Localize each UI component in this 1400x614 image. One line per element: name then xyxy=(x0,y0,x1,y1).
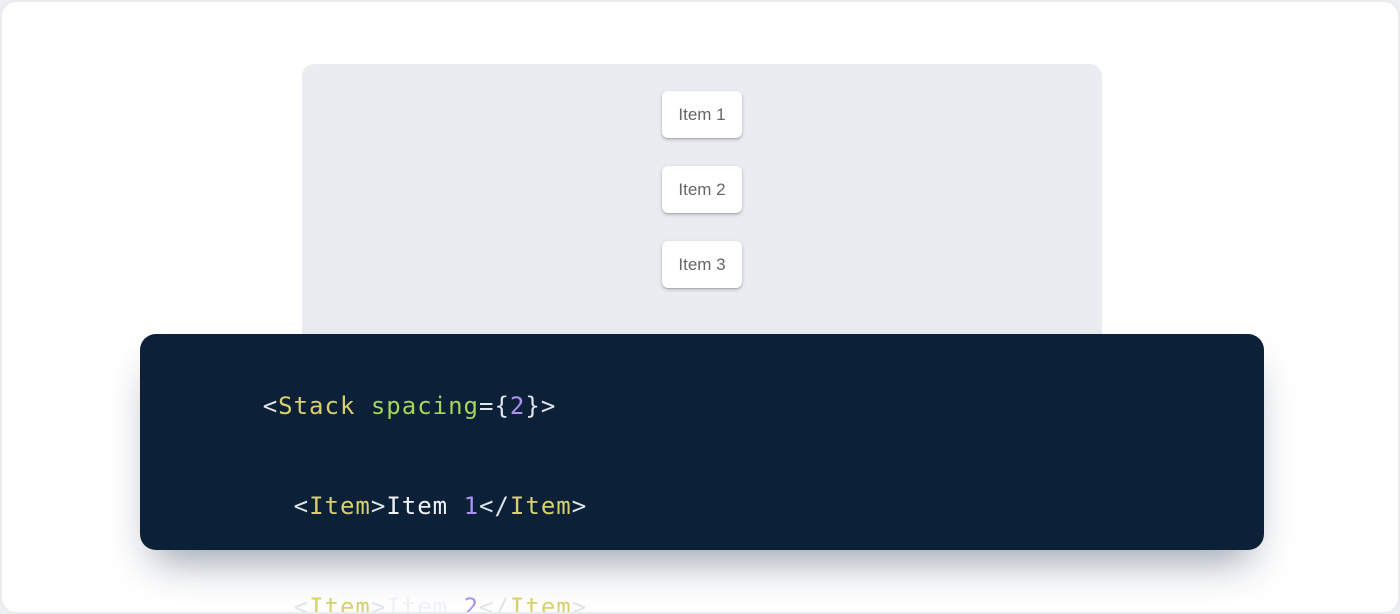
stack-item: Item 1 xyxy=(662,91,742,138)
code-token: < xyxy=(262,492,310,520)
code-token: > xyxy=(571,492,588,520)
stack-item: Item 2 xyxy=(662,166,742,213)
stack-item-label: Item 2 xyxy=(678,179,726,199)
code-token: 2 xyxy=(509,391,526,420)
code-token: > xyxy=(370,492,387,520)
code-line: <Item>Item 1</Item> xyxy=(170,457,1234,558)
code-token: </ xyxy=(479,492,510,520)
code-token: > xyxy=(571,592,588,614)
code-token: < xyxy=(262,592,310,614)
code-token: < xyxy=(262,391,279,420)
code-token: ={ xyxy=(479,391,510,420)
stack-item: Item 3 xyxy=(662,241,742,288)
code-line: <Item>Item 2</Item> xyxy=(170,557,1234,614)
code-token: Item xyxy=(509,592,572,614)
code-token: Item xyxy=(386,492,464,520)
stack-demo: Item 1 Item 2 Item 3 xyxy=(302,64,1102,288)
code-token: Item xyxy=(509,492,572,520)
code-block: <Stack spacing={2}> <Item>Item 1</Item> … xyxy=(140,334,1264,612)
code-line: <Stack spacing={2}> xyxy=(170,356,1234,457)
code-token: spacing xyxy=(370,391,480,420)
code-token: }> xyxy=(525,391,557,420)
code-token xyxy=(355,392,370,420)
code-token: Item xyxy=(309,492,371,520)
code-token: Stack xyxy=(278,391,356,420)
code-token: > xyxy=(370,592,387,614)
code-token: 1 xyxy=(463,492,480,520)
stack-item-label: Item 1 xyxy=(678,104,726,124)
code-token: 2 xyxy=(463,592,480,614)
code-token: Item xyxy=(309,592,371,614)
code-token: Item xyxy=(386,592,464,614)
code-token: </ xyxy=(479,592,510,614)
stack-item-label: Item 3 xyxy=(678,254,726,274)
